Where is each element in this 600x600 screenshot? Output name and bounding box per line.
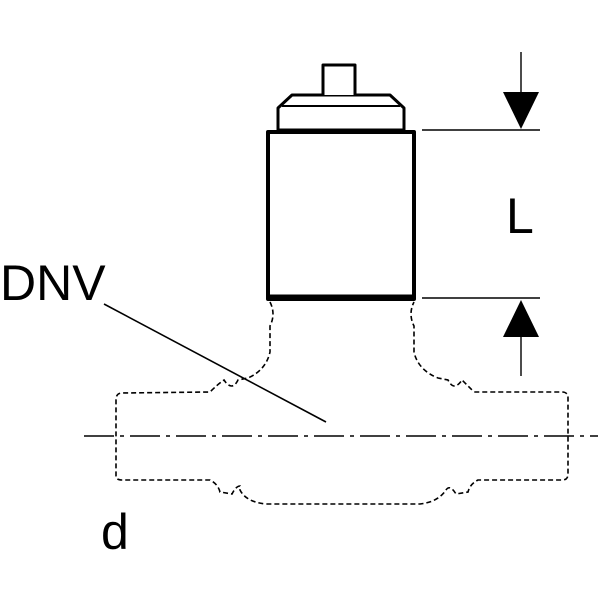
cap-stem [321,63,357,95]
label-length: L [506,188,534,244]
cap-body [266,130,416,301]
dimension-arrow-up [503,300,539,376]
dnv-leader-line [103,303,327,423]
cap-collar [276,93,406,132]
pipe-outline-dashed [115,301,569,505]
label-dnv: DNV [0,255,106,311]
dimension-arrow-down [503,52,539,129]
label-diameter: d [101,504,129,560]
